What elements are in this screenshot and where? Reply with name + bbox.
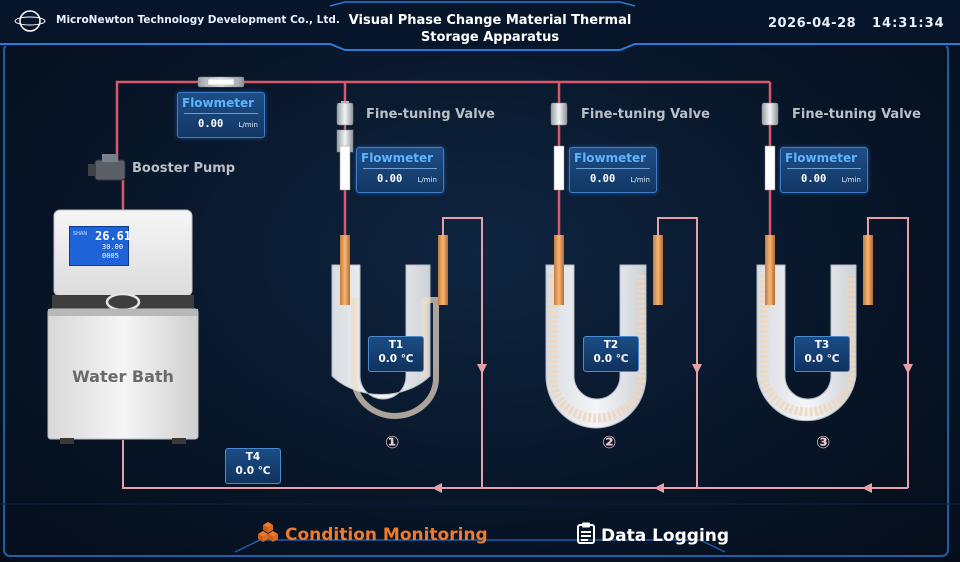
current-date: 2026-04-28 [768,16,857,31]
tab-label: Data Logging [601,526,730,546]
water-bath-label: Water Bath [72,367,174,386]
flowmeter-title: Flowmeter [785,151,858,165]
page-title-line-2: Storage Apparatus [420,30,560,45]
tab-condition-monitoring[interactable]: Condition Monitoring [257,521,488,548]
flowmeter-main[interactable]: Flowmeter 0.00 L/min [177,92,265,138]
temperature-name: T4 [245,451,261,463]
flowmeter-unit: L/min [841,176,861,184]
header-edge [0,43,960,51]
temperature-t1[interactable]: T1 0.0 ℃ [368,336,424,372]
temperature-value: 0.0 ℃ [804,353,840,365]
flowmeter-value: 0.00 [590,173,616,185]
display-tag: SHAN [73,231,88,237]
valve-label-2: Fine-tuning Valve [581,107,710,122]
temperature-t3[interactable]: T3 0.0 ℃ [794,336,850,372]
flowmeter-value: 0.00 [801,173,827,185]
flowmeter-unit: L/min [417,176,437,184]
display-counter: 0005 [102,252,119,260]
flowmeter-title: Flowmeter [574,151,647,165]
temperature-value: 0.0 ℃ [378,353,414,365]
tube-number-2: ② [602,433,617,453]
page-title-line-1: Visual Phase Change Material Thermal [348,13,632,28]
flowmeter-value: 0.00 [377,173,403,185]
flow-arrows [432,364,913,493]
temperature-t2[interactable]: T2 0.0 ℃ [583,336,639,372]
u-tube-unit-1 [331,101,448,419]
u-tube-unit-3 [756,102,873,422]
cubes-icon [257,521,279,548]
flowmeter-3[interactable]: Flowmeter 0.00 L/min [780,147,868,193]
booster-pump-drawing [88,154,126,181]
tube-number-1: ① [385,433,400,453]
flowmeter-title: Flowmeter [182,96,255,110]
company-name: MicroNewton Technology Development Co., … [56,14,340,26]
flowmeter-title: Flowmeter [361,151,434,165]
flowmeter-value: 0.00 [198,118,224,130]
display-main-value: 26.61 [95,229,132,243]
header-bar [0,0,960,46]
micronewton-logo-icon [14,9,46,33]
main-inline-flowmeter [197,76,245,88]
flowmeter-unit: L/min [630,176,650,184]
temperature-name: T2 [603,339,619,351]
water-bath-display: SHAN 26.61 30.00 0005 [69,226,132,266]
valve-label-3: Fine-tuning Valve [792,107,921,122]
flowmeter-unit: L/min [238,121,258,129]
temperature-value: 0.0 ℃ [235,465,271,477]
flowmeter-1[interactable]: Flowmeter 0.00 L/min [356,147,444,193]
display-setpoint: 30.00 [102,243,124,251]
tube-number-3: ③ [816,433,831,453]
temperature-t4[interactable]: T4 0.0 ℃ [225,448,281,484]
clipboard-icon [577,522,595,549]
tab-bar-frame [234,539,726,553]
tab-data-logging[interactable]: Data Logging [577,522,729,549]
flowmeter-2[interactable]: Flowmeter 0.00 L/min [569,147,657,193]
u-tube-unit-2 [545,102,663,429]
temperature-name: T1 [388,339,404,351]
booster-pump-label: Booster Pump [132,161,236,176]
return-pipes [122,217,909,489]
tab-label: Condition Monitoring [285,525,488,545]
current-time: 14:31:34 [872,16,945,31]
header-title-frame [329,1,636,7]
temperature-name: T3 [814,339,830,351]
valve-label-1: Fine-tuning Valve [366,107,495,122]
temperature-value: 0.0 ℃ [593,353,629,365]
page-title: Visual Phase Change Material Thermal Sto… [340,12,640,46]
